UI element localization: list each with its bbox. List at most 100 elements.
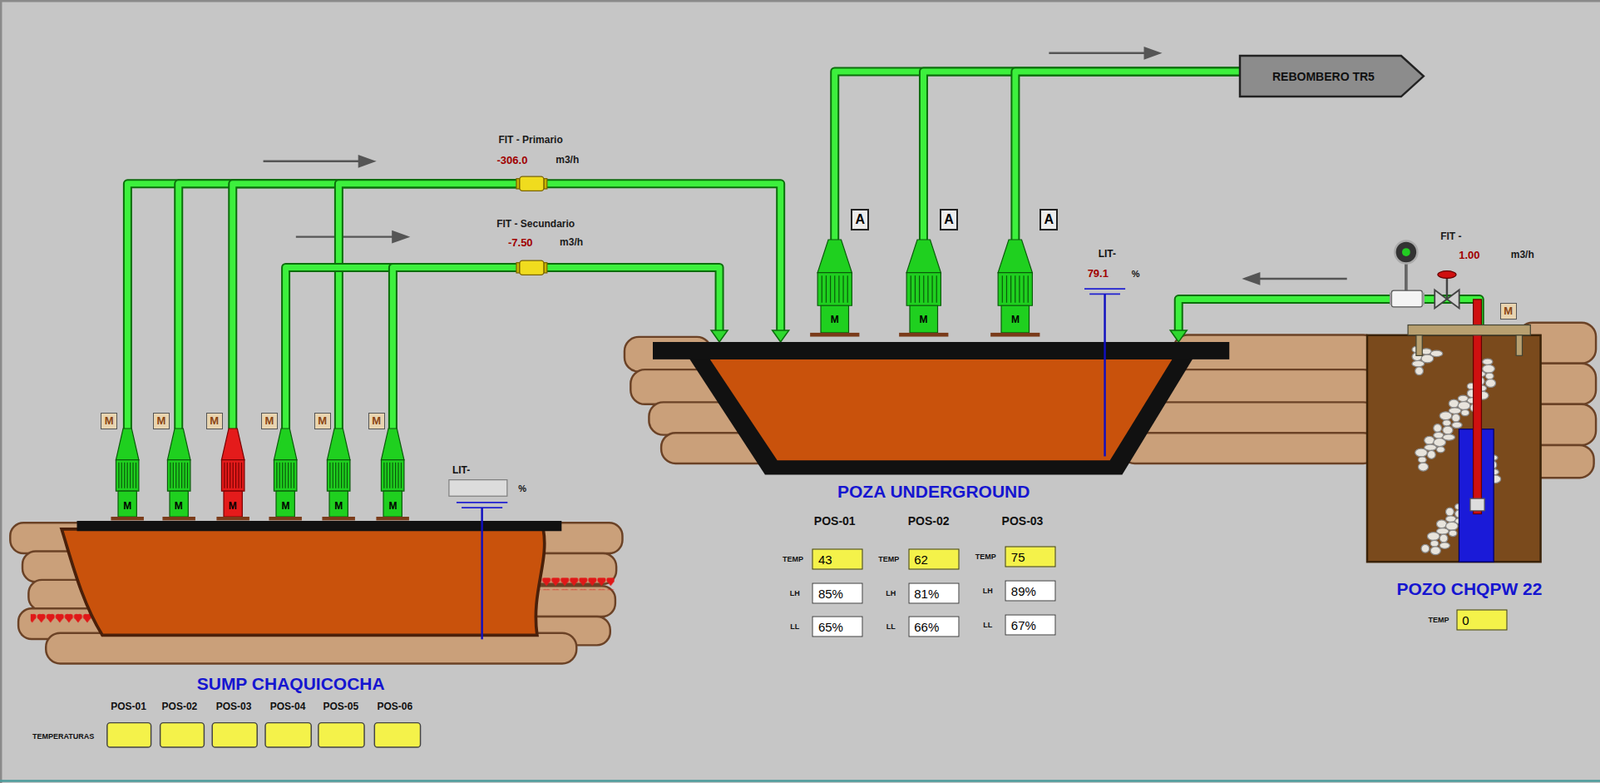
row-label: TEMPERATURAS (32, 731, 94, 741)
shape-outline (392, 462, 394, 489)
shape-outline (177, 462, 179, 489)
pipe-outline (1015, 71, 1240, 240)
pipe-connector (338, 183, 516, 429)
column-header: POS-03 (216, 701, 252, 713)
column-header: POS-06 (377, 701, 414, 713)
value-cell: 66% (908, 616, 959, 638)
flowmeter: FIT - Secundario-7.50m3/h (516, 259, 548, 277)
shape-outline (1516, 334, 1522, 356)
shape-outline (1104, 293, 1107, 456)
node-text: M (123, 500, 132, 513)
shape-outline (1424, 435, 1435, 445)
node-text: 1.00 (1458, 248, 1480, 262)
shape-outline (274, 459, 297, 492)
shape-outline (1427, 449, 1437, 459)
shape-outline (1023, 275, 1025, 303)
node-text: m3/h (559, 237, 583, 249)
shape-outline (1014, 275, 1016, 303)
value-cell: 0 (1456, 608, 1507, 630)
pipe-connector (923, 71, 1240, 240)
node-text: FIT - (1440, 231, 1462, 243)
shape-outline (1430, 545, 1441, 554)
node-text: M (334, 500, 343, 513)
pump-symbol: M (993, 239, 1038, 337)
temperature-box (212, 722, 257, 747)
shape-outline (1392, 291, 1423, 308)
shape-outline (338, 462, 340, 489)
node-text: -7.50 (508, 237, 534, 250)
auto-tag: A (850, 208, 870, 231)
shape-outline (1448, 529, 1457, 536)
node-text: M (1011, 314, 1020, 326)
motor-tag: M (314, 412, 331, 430)
shape-outline (1451, 421, 1462, 428)
shape-outline (1416, 334, 1423, 356)
shape-outline (1451, 413, 1461, 422)
destination-arrow: REBOMBERO TR5 (1239, 55, 1424, 97)
shape-outline (997, 272, 1033, 307)
shape-outline (990, 332, 1040, 337)
shape-outline (817, 239, 852, 273)
shape-outline (1433, 431, 1444, 438)
shape-outline (820, 306, 849, 334)
shape-outline (1439, 533, 1448, 543)
column-header: POS-01 (110, 701, 147, 713)
pipe (834, 71, 1240, 240)
shape-outline (135, 462, 137, 489)
shape-outline (1010, 275, 1012, 303)
shape-outline (1407, 324, 1531, 335)
screen-border (0, 0, 2, 783)
valve-symbol (1437, 271, 1457, 279)
shape-outline (1457, 395, 1468, 401)
shape-outline (1446, 507, 1455, 516)
shape-outline (276, 462, 278, 489)
shape-outline (847, 275, 849, 303)
shape-outline (1001, 306, 1029, 334)
temperature-box (374, 722, 420, 747)
shape-outline (169, 490, 188, 517)
shape-outline (909, 306, 938, 334)
screen-border (0, 0, 1600, 2)
shape-outline (274, 428, 297, 460)
shape-outline (127, 462, 129, 489)
shape-outline (1084, 287, 1126, 290)
temperature-box (107, 722, 421, 747)
shape-outline (1470, 498, 1485, 511)
node-text: M (830, 314, 840, 326)
row-label: TEMP (782, 554, 804, 563)
shape-outline (221, 428, 244, 460)
shape-outline (232, 462, 233, 489)
instrument-tag: LIT- (452, 464, 470, 477)
column-header: POS-01 (814, 513, 856, 528)
shape-outline (516, 259, 548, 277)
node-text: REBOMBERO TR5 (1272, 69, 1375, 84)
shape-outline (1430, 539, 1439, 546)
level-display-box (449, 479, 508, 497)
node-text: POZO CHQPW 22 (1396, 578, 1542, 599)
shape-outline (927, 275, 929, 303)
flow-direction-arrow (359, 156, 374, 167)
node-text: M (228, 500, 238, 513)
flow-direction-arrow (296, 235, 396, 238)
shape-outline (400, 462, 402, 489)
shape-outline (1486, 372, 1495, 379)
shape-outline (181, 462, 183, 489)
pipe-outline (286, 266, 517, 429)
pipe-connector (1015, 71, 1240, 240)
shape-outline (1437, 519, 1447, 529)
pipe-connector (392, 266, 516, 429)
shape-outline (1389, 292, 1392, 306)
value-cell: 89% (1005, 580, 1057, 602)
shape-outline (327, 428, 351, 460)
shape-outline (344, 462, 346, 489)
node-text: FIT - Primario (498, 134, 563, 147)
shape-outline (688, 356, 1194, 475)
shape-outline (186, 462, 188, 489)
pipe-outline (392, 266, 516, 429)
shape-outline (1418, 462, 1429, 471)
row-label: TEMP (975, 552, 997, 561)
shape-outline (175, 462, 177, 489)
shape-outline (376, 516, 410, 520)
arrowhead (1170, 330, 1187, 342)
